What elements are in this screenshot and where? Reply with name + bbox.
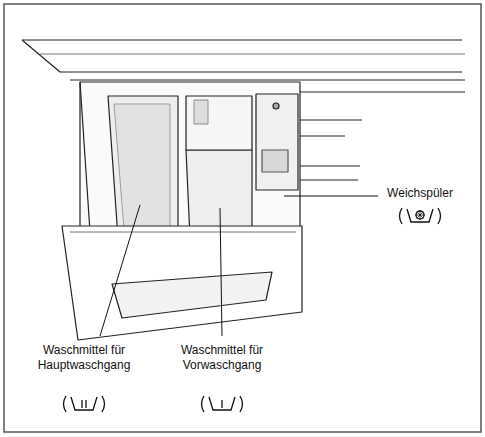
part-label: Weichspüler <box>365 186 475 201</box>
drawer-front <box>62 226 302 340</box>
leader-line <box>220 208 222 336</box>
part-label: Waschmittel für Vorwaschgang <box>170 343 274 373</box>
main-wash-symbol <box>64 396 105 412</box>
prewash-compartment <box>186 150 252 238</box>
softener-insert <box>256 94 298 190</box>
part-label: Waschmittel für Hauptwaschgang <box>28 343 140 373</box>
wash-symbols <box>64 208 441 412</box>
main-wash-compartment <box>108 96 178 238</box>
frame <box>4 4 481 432</box>
softener-symbol <box>400 208 441 224</box>
drawer <box>62 82 302 340</box>
leader-line <box>100 205 140 336</box>
prewash-symbol <box>202 396 243 412</box>
leader-lines <box>100 196 378 336</box>
drawer-handle <box>112 272 272 318</box>
leader-line <box>284 196 378 197</box>
